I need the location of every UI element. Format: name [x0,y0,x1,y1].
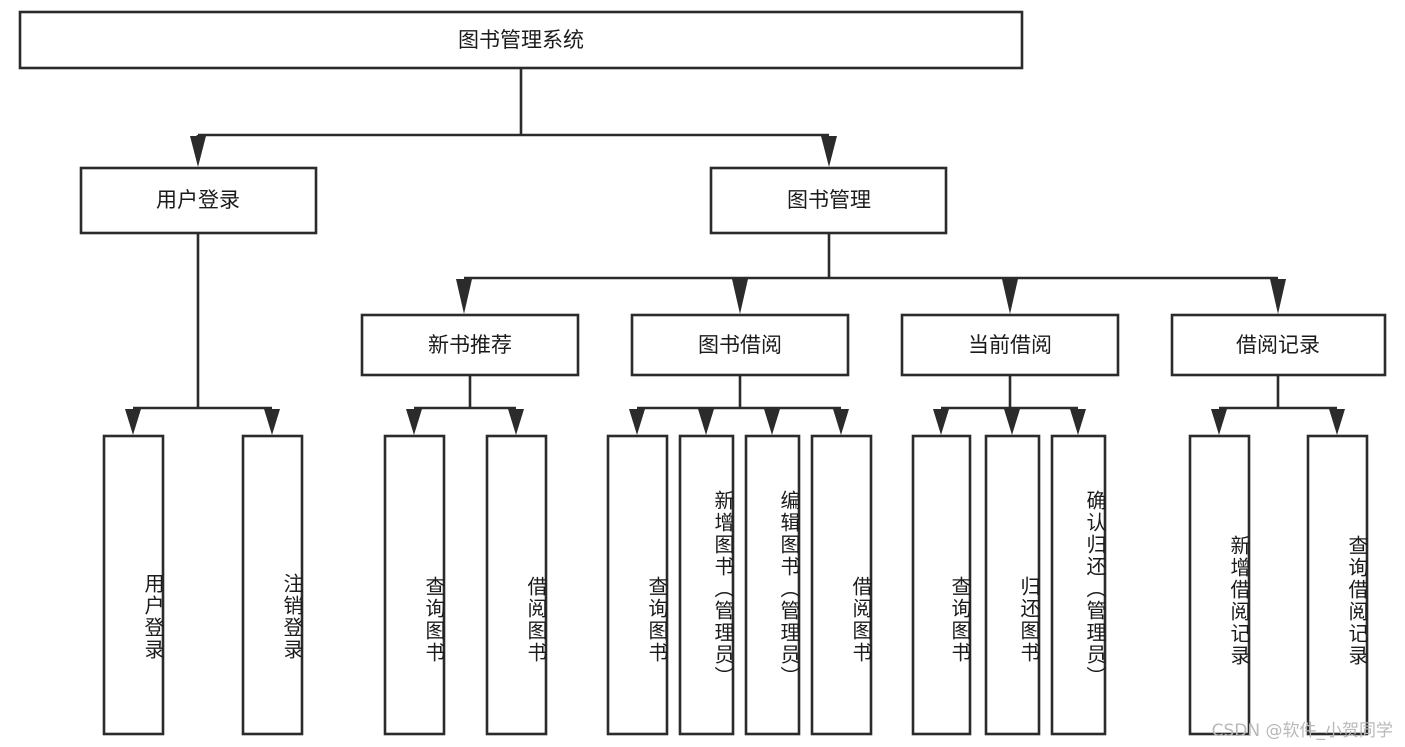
arrowhead-cb-return-book [1004,409,1020,435]
node-new-book-recommend-label: 新书推荐 [428,333,512,357]
connector-group-root [190,68,837,167]
node-book-manage-box[interactable] [709,166,948,235]
connector-group-book-manage [456,233,1286,314]
arrowhead-br-query-record [1329,409,1345,435]
leaf-box-logout[interactable] [241,434,304,736]
arrowhead-book-borrow [732,279,748,314]
node-book-borrow-label: 图书借阅 [698,333,782,357]
csdn-watermark: CSDN @软件_小贺同学 [1211,721,1393,741]
node-root-label: 图书管理系统 [458,28,584,52]
node-root-box[interactable] [18,10,1024,70]
connector-group-borrow-record [1211,375,1345,435]
arrowhead-bb-borrow-book [833,409,849,435]
leaf-box-br-add-record[interactable] [1188,434,1251,736]
leaf-box-nbr-query-book[interactable] [383,434,446,736]
leaf-box-br-query-record[interactable] [1306,434,1369,736]
arrowhead-br-add-record [1211,409,1227,435]
leaf-boxes [102,434,1369,736]
leaf-box-user-login[interactable] [102,434,165,736]
arrowhead-new-book-rec [456,279,472,314]
arrowhead-nbr-borrow-book [508,409,524,435]
leaf-box-cb-return-book[interactable] [984,434,1041,736]
node-new-book-recommend[interactable]: 新书推荐 [360,313,580,377]
arrowhead-book-manage [821,136,837,167]
node-user-login-label: 用户登录 [156,188,240,212]
node-current-borrow-box[interactable] [900,313,1120,377]
node-user-login[interactable]: 用户登录 [79,166,318,235]
arrowhead-user-login [190,136,206,167]
connector-group-book-borrow [629,375,849,435]
leaf-box-bb-query-book[interactable] [606,434,669,736]
arrowhead-current-borrow [1002,279,1018,314]
leaf-box-nbr-borrow-book[interactable] [485,434,548,736]
arrowhead-cb-confirm-return [1070,409,1086,435]
node-book-borrow-box[interactable] [630,313,850,377]
node-current-borrow-label: 当前借阅 [968,333,1052,357]
node-book-manage[interactable]: 图书管理 [709,166,948,235]
connector-group-new-book-rec [406,375,524,435]
arrowhead-leaf-logout [264,409,280,435]
leaf-box-cb-confirm-return[interactable] [1050,434,1107,736]
node-user-login-box[interactable] [79,166,318,235]
arrowhead-borrow-record [1270,279,1286,314]
node-current-borrow[interactable]: 当前借阅 [900,313,1120,377]
node-book-manage-label: 图书管理 [787,188,871,212]
leaf-box-cb-query-book[interactable] [911,434,972,736]
arrowhead-bb-edit-book [764,409,780,435]
node-root[interactable]: 图书管理系统 [18,10,1024,70]
connector-group-user-login [125,233,280,435]
leaf-box-bb-borrow-book[interactable] [810,434,873,736]
arrowhead-cb-query-book [933,409,949,435]
node-new-book-recommend-box[interactable] [360,313,580,377]
node-borrow-record-box[interactable] [1170,313,1387,377]
node-borrow-record[interactable]: 借阅记录 [1170,313,1387,377]
arrowhead-bb-query-book [629,409,645,435]
arrowhead-nbr-query-book [406,409,422,435]
leaf-box-bb-edit-book[interactable] [744,434,801,736]
node-borrow-record-label: 借阅记录 [1236,333,1320,357]
connector-group-current-borrow [933,375,1086,435]
leaf-box-bb-add-book[interactable] [678,434,735,736]
node-book-borrow[interactable]: 图书借阅 [630,313,850,377]
arrowhead-leaf-user-login [125,409,141,435]
arrowhead-bb-add-book [698,409,714,435]
